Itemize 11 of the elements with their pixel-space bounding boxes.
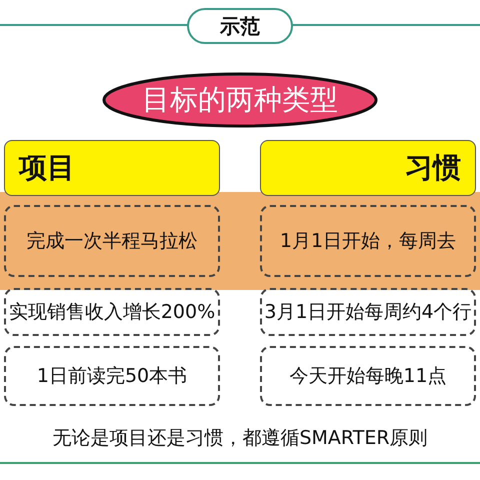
footer-note: 无论是项目还是习惯，都遵循SMARTER原则: [52, 427, 428, 449]
title-ellipse: 目标的两种类型: [102, 72, 378, 128]
example-box: 实现销售收入增长200%: [4, 288, 220, 336]
example-box: 完成一次半程马拉松: [4, 205, 220, 277]
example-box: 1日前读完50本书: [4, 346, 220, 406]
category-box: 习惯: [260, 140, 476, 196]
section-pill: 示范: [187, 8, 293, 44]
category-box: 项目: [4, 140, 220, 196]
example-box: 3月1日开始每周约4个行: [260, 288, 476, 336]
example-box: 今天开始每晚11点: [260, 346, 476, 406]
example-box: 1月1日开始，每周去: [260, 205, 476, 277]
